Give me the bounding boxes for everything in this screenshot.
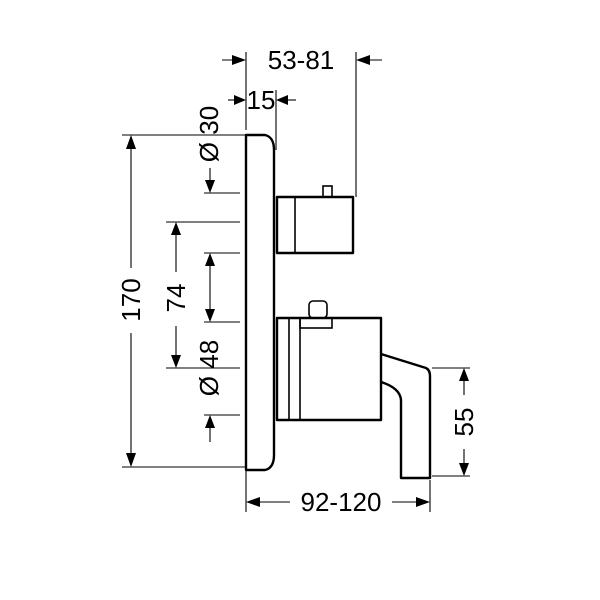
cover-plate <box>244 133 276 472</box>
label-lower-diameter: Ø 48 <box>194 340 224 396</box>
dim-lower-diameter: Ø 48 <box>194 253 224 442</box>
extension-lines <box>122 52 470 512</box>
lever-handle <box>380 352 432 480</box>
dim-depth-range: 53-81 <box>222 45 382 75</box>
mixer-outline <box>244 133 432 480</box>
label-spacing: 74 <box>161 284 191 313</box>
dim-lever-height: 55 <box>449 368 479 476</box>
label-lever-height: 55 <box>449 408 479 437</box>
upper-knob <box>275 195 355 255</box>
label-projection-range: 92-120 <box>301 487 382 517</box>
dim-offset: 15 <box>228 85 296 115</box>
lower-body <box>275 316 383 422</box>
lower-body-top-cap <box>299 317 333 329</box>
label-depth-range: 53-81 <box>268 45 335 75</box>
dim-spacing: 74 <box>161 222 191 368</box>
dim-projection-range: 92-120 <box>246 487 430 517</box>
label-upper-diameter: Ø 30 <box>194 106 224 162</box>
lower-knob-marker <box>308 300 328 319</box>
dim-upper-diameter: Ø 30 <box>194 106 224 193</box>
label-total-height: 170 <box>116 278 146 321</box>
dim-total-height: 170 <box>116 135 146 467</box>
label-offset: 15 <box>247 85 276 115</box>
upper-knob-marker <box>322 185 333 198</box>
